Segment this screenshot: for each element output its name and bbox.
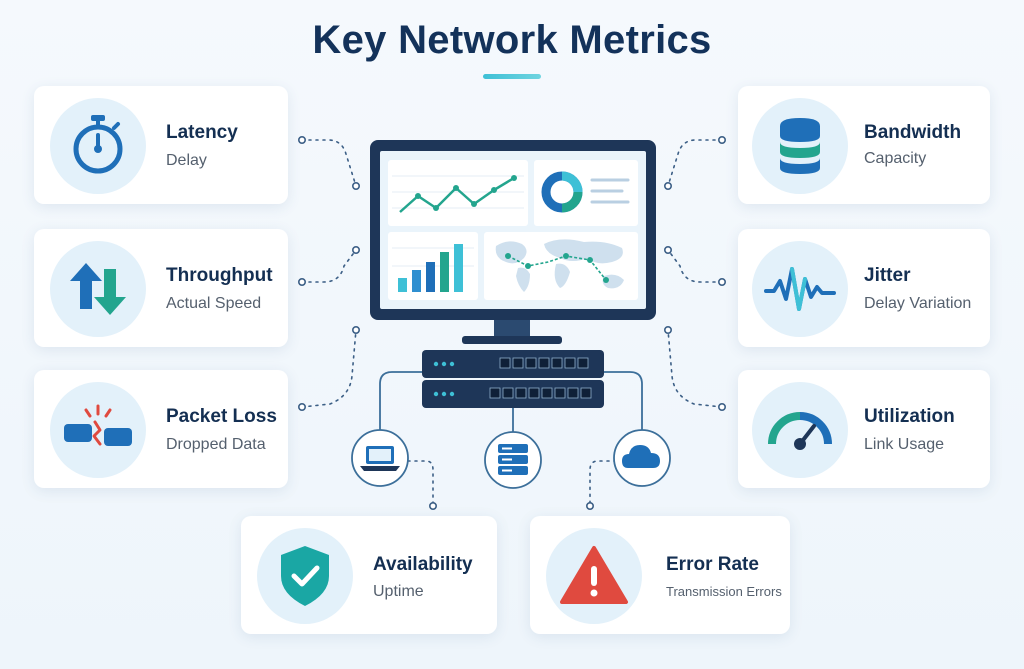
monitor-icon [370,140,656,344]
metric-card-throughput: Throughput Actual Speed [34,229,288,347]
server-icon [484,431,542,489]
metric-sub: Dropped Data [166,436,266,453]
metric-card-latency: Latency Delay [34,86,288,204]
bandwidth-icon-circle [752,98,848,194]
packet-loss-icon-circle [50,382,146,478]
metric-sub: Actual Speed [166,295,262,312]
laptop-link [379,371,422,430]
network-switch-icon [422,350,604,408]
metric-card-utilization: Utilization Link Usage [738,370,990,488]
connector-dot [351,325,360,334]
metric-label: Bandwidth [864,122,962,143]
warning-triangle-icon [560,546,628,604]
connector-dot [663,246,672,255]
metric-card-availability: Availability Uptime [241,516,497,634]
gauge-icon [768,412,832,450]
connector-dot [351,182,360,191]
metric-label: Packet Loss [166,406,277,427]
metric-label: Utilization [864,406,955,427]
connector-dot [717,277,726,286]
cloud-link [604,371,643,430]
page-title: Key Network Metrics [312,18,712,62]
up-down-arrows-icon [70,263,126,315]
metric-sub: Link Usage [864,436,945,453]
utilization-icon-circle [752,382,848,478]
connector-dot [717,136,726,145]
connector-dot [297,402,306,411]
metric-label: Error Rate [666,554,759,575]
metric-card-packet-loss: Packet Loss Dropped Data [34,370,288,488]
database-icon [780,118,820,174]
metric-label: Throughput [166,265,273,286]
metric-sub: Transmission Errors [666,584,782,599]
connector-utilization [667,329,723,408]
jitter-icon-circle [752,241,848,337]
metric-sub: Delay [166,152,207,169]
metric-label: Latency [166,122,238,143]
connector-dot [663,325,672,334]
metric-label: Availability [373,554,473,575]
metric-sub: Uptime [373,583,424,600]
broken-link-icon [64,404,132,446]
connector-dot [717,402,726,411]
metric-card-error-rate: Error Rate Transmission Errors [530,516,790,634]
metric-card-bandwidth: Bandwidth Capacity [738,86,990,204]
connector-dot [351,246,360,255]
connector-dot [297,136,306,145]
shield-check-icon [281,546,329,606]
connector-latency [301,139,357,187]
latency-icon-circle [50,98,146,194]
laptop-icon [351,429,409,487]
metric-sub: Delay Variation [864,295,972,312]
throughput-icon-circle [50,241,146,337]
error-rate-icon-circle [546,528,642,624]
connector-throughput [301,249,357,283]
connector-dot [585,501,594,510]
connector-jitter [667,249,723,283]
connector-dot [297,277,306,286]
waveform-icon [764,267,836,311]
availability-icon-circle [257,528,353,624]
metric-sub: Capacity [864,150,927,167]
connector-bandwidth [667,139,723,187]
metric-card-jitter: Jitter Delay Variation [738,229,990,347]
connector-dot [428,501,437,510]
title-underline [483,74,541,79]
connector-dot [663,182,672,191]
stopwatch-icon [73,115,123,174]
cloud-icon [613,429,671,487]
metric-label: Jitter [864,265,911,286]
connector-packet-loss [301,329,357,408]
